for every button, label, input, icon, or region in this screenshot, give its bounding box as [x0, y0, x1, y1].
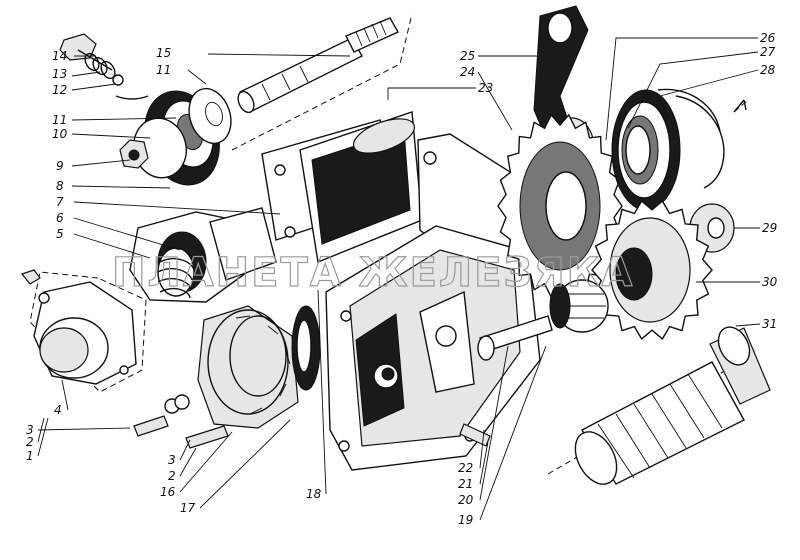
callout-13: 13 [52, 67, 67, 81]
callout-1: 1 [26, 449, 34, 463]
callout-labels: 14 13 12 15 11 11 10 9 8 7 6 5 4 3 2 1 3… [26, 31, 778, 527]
part-shaft-15 [231, 13, 413, 151]
part-gear-24 [497, 113, 623, 299]
callout-25: 25 [460, 49, 475, 63]
callout-21: 21 [458, 477, 473, 491]
callout-26: 26 [760, 31, 776, 45]
part-housing [261, 111, 549, 271]
part-bearing-cap [133, 305, 321, 449]
callout-15: 15 [156, 46, 171, 60]
callout-29: 29 [762, 221, 777, 235]
callout-8: 8 [56, 179, 64, 193]
callout-12: 12 [52, 83, 67, 97]
callout-17: 17 [180, 501, 196, 515]
callout-3-left: 3 [26, 423, 34, 437]
callout-9: 9 [56, 159, 64, 173]
watermark-text: ПЛАНЕТА ЖЕЛЕЗЯКА [112, 250, 634, 296]
part-bearing-26-28 [611, 88, 749, 211]
callout-6: 6 [56, 211, 64, 225]
callout-14: 14 [52, 49, 67, 63]
callout-2-right: 2 [168, 469, 176, 483]
callout-4: 4 [54, 403, 62, 417]
part-spline-hub [549, 279, 609, 333]
callout-10: 10 [52, 127, 68, 141]
leader-lines [37, 37, 761, 521]
callout-31: 31 [762, 317, 777, 331]
callout-28: 28 [760, 63, 776, 77]
callout-20: 20 [458, 493, 474, 507]
callout-2-left: 2 [26, 435, 34, 449]
callout-3-right: 3 [168, 453, 176, 467]
part-flange-nut [119, 117, 187, 179]
part-shift-flange [129, 204, 298, 303]
part-spline-shaft [547, 326, 771, 485]
part-bolt-spring-washer [59, 33, 149, 100]
part-front-flange [325, 225, 553, 471]
callout-22: 22 [458, 461, 473, 475]
callout-16: 16 [160, 485, 176, 499]
part-bearing-cover [20, 269, 147, 393]
callout-27: 27 [760, 45, 776, 59]
callout-7: 7 [56, 195, 64, 209]
callout-30: 30 [762, 275, 778, 289]
callout-19: 19 [458, 513, 473, 527]
callout-24: 24 [460, 65, 475, 79]
callout-18: 18 [306, 487, 322, 501]
callout-11: 11 [52, 113, 67, 127]
part-gear-30 [591, 200, 713, 340]
callout-5: 5 [56, 227, 64, 241]
callout-23: 23 [478, 81, 493, 95]
callout-11-top: 11 [156, 63, 171, 77]
